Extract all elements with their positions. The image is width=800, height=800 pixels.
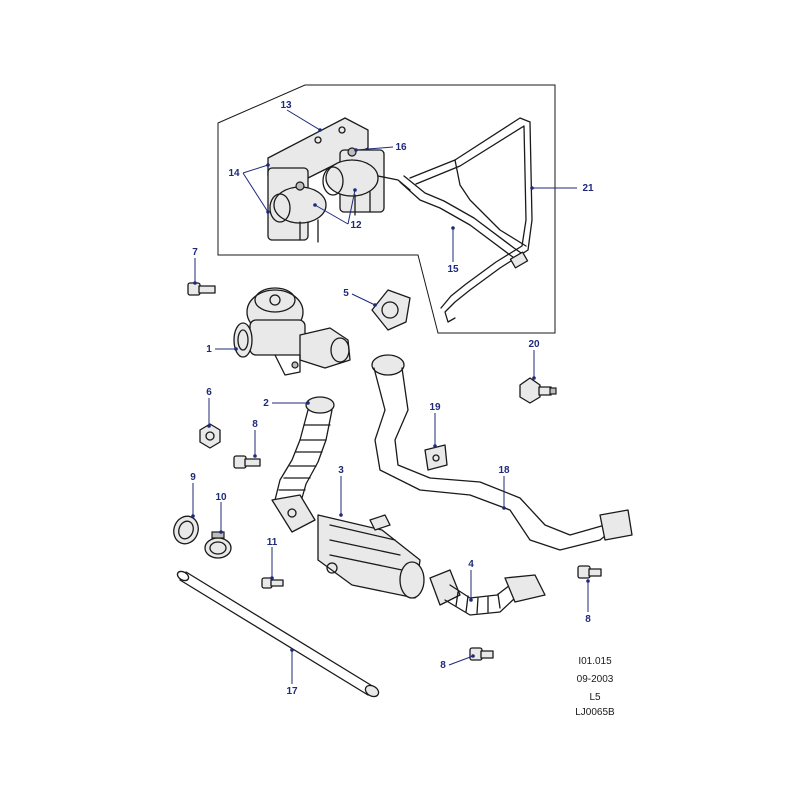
callout-18: 18 <box>498 465 510 510</box>
callout-label: 18 <box>498 465 510 476</box>
flexible-pipe-4 <box>429 569 546 616</box>
callout-10: 10 <box>215 492 227 534</box>
callout-20: 20 <box>528 339 540 380</box>
drawing-number: LJ0065B <box>575 707 615 718</box>
callout-4: 4 <box>468 559 474 602</box>
callout-15: 15 <box>447 226 459 275</box>
callout-label: 4 <box>468 559 474 570</box>
callout-label: 5 <box>343 288 349 299</box>
callout-label: 21 <box>582 183 594 194</box>
bolt-8a <box>233 455 261 469</box>
callout-9: 9 <box>190 472 196 518</box>
callout-5: 5 <box>343 288 377 307</box>
temperature-sensor <box>519 377 557 404</box>
bolt-8b <box>577 565 602 579</box>
callout-7: 7 <box>192 247 198 285</box>
callout-8b: 8 <box>585 579 591 625</box>
callout-label: 8 <box>252 419 258 430</box>
callout-label: 17 <box>286 686 298 697</box>
callout-12: 12 <box>313 188 362 231</box>
revision-date: 09-2003 <box>576 674 614 685</box>
callout-3: 3 <box>338 465 344 517</box>
callout-6: 6 <box>206 387 212 428</box>
callout-label: 3 <box>338 465 344 476</box>
callout-label: 20 <box>528 339 540 350</box>
model-code: L5 <box>589 692 601 703</box>
callout-21: 21 <box>530 183 594 194</box>
bolt-8c <box>469 647 494 661</box>
callout-13: 13 <box>280 100 322 132</box>
callout-19: 19 <box>429 402 441 448</box>
callout-label: 7 <box>192 247 198 258</box>
nut <box>199 423 221 449</box>
callout-label: 14 <box>228 168 240 179</box>
inset-frame <box>217 84 556 334</box>
callout-label: 8 <box>440 660 446 671</box>
callout-8c: 8 <box>440 654 475 671</box>
callout-label: 8 <box>585 614 591 625</box>
bolt <box>187 282 216 296</box>
callout-16: 16 <box>354 142 407 153</box>
callout-label: 13 <box>280 100 292 111</box>
callout-8a: 8 <box>252 419 258 458</box>
callout-11: 11 <box>267 537 278 580</box>
callout-label: 10 <box>215 492 227 503</box>
callout-label: 15 <box>447 264 459 275</box>
callout-17: 17 <box>286 648 298 697</box>
callout-label: 12 <box>350 220 362 231</box>
long-hose <box>176 570 380 698</box>
hose-clamp <box>204 531 232 559</box>
solenoid-valve-assembly <box>267 117 411 243</box>
egr-pipe <box>371 354 633 551</box>
flexible-pipe <box>271 396 335 533</box>
sealing-ring <box>173 515 199 545</box>
callout-label: 11 <box>267 537 278 548</box>
callout-label: 6 <box>206 387 212 398</box>
pipe-harness <box>409 117 533 323</box>
callout-label: 19 <box>429 402 441 413</box>
gasket <box>371 289 411 331</box>
callout-2: 2 <box>263 398 310 409</box>
callout-label: 16 <box>395 142 407 153</box>
callout-14: 14 <box>228 163 270 214</box>
callout-label: 2 <box>263 398 269 409</box>
egr-valve <box>233 287 351 376</box>
stud <box>261 577 284 589</box>
callout-label: 9 <box>190 472 196 483</box>
callout-label: 1 <box>206 344 212 355</box>
callout-1: 1 <box>206 344 238 355</box>
egr-cooler <box>317 514 425 599</box>
reference-code: I01.015 <box>578 656 612 667</box>
